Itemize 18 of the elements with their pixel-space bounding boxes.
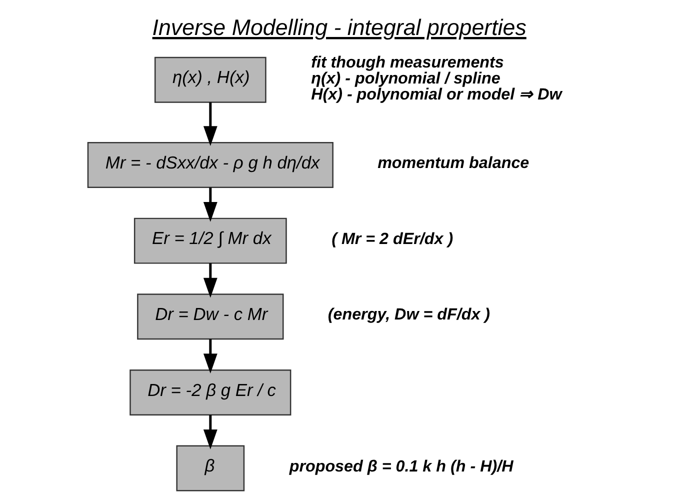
node-box: Er = 1/2 ∫ Mr dx [134, 218, 287, 264]
node-label: H(x) - polynomial or model ⇒ Dw [311, 86, 562, 104]
node-box: Mr = - dSxx/dx - ρ g h dη/dx [87, 142, 334, 188]
arrow [203, 102, 218, 146]
diagram-title: Inverse Modelling - integral properties [152, 14, 526, 40]
arrow [203, 339, 218, 374]
node-label: fit though measurements [311, 53, 504, 72]
node-box: η(x) , H(x) [154, 56, 266, 103]
node-box: β [176, 445, 245, 492]
arrow [203, 187, 218, 222]
arrow [203, 263, 218, 298]
node-box: Dr = Dw - c Mr [137, 294, 284, 340]
node-box: Dr = -2 β g Er / c [130, 369, 292, 416]
arrow [203, 414, 218, 450]
node-label: ( Mr = 2 dEr/dx ) [332, 230, 454, 248]
node-label: momentum balance [378, 154, 530, 172]
node-label: (energy, Dw = dF/dx ) [328, 306, 490, 324]
node-label: proposed β = 0.1 k h (h - H)/H [289, 457, 514, 476]
